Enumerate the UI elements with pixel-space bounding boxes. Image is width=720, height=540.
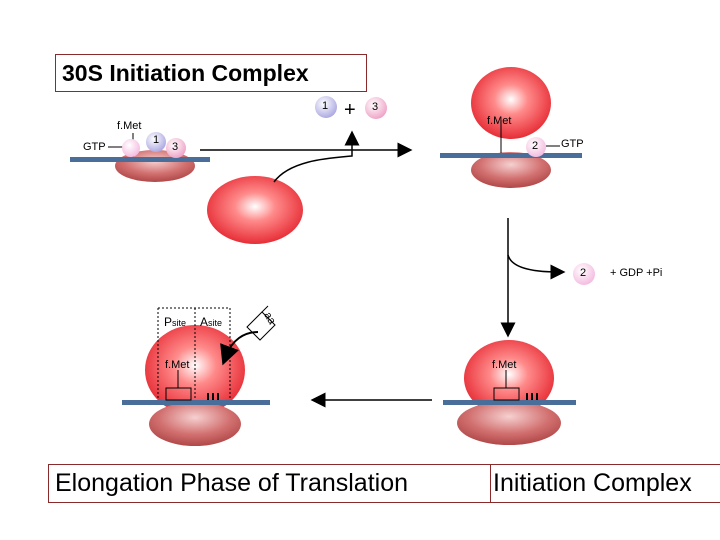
factor-2-bubble bbox=[122, 139, 140, 157]
arrow-aa-entry bbox=[220, 331, 259, 366]
small-subunit-bottomleft bbox=[149, 402, 241, 446]
codon-ticks-bottomleft bbox=[207, 393, 219, 400]
factor-3-bubble bbox=[166, 138, 186, 158]
factor-2-label-topright: 2 bbox=[532, 140, 539, 152]
large-subunit-topright bbox=[471, 67, 551, 139]
released-factor-3 bbox=[365, 97, 387, 119]
mrna-topright bbox=[440, 153, 582, 158]
p-site-label: Psite bbox=[164, 315, 187, 329]
codon-ticks-bottomright bbox=[526, 393, 538, 400]
released-factor-1 bbox=[315, 96, 337, 118]
gtp-label-topright: GTP bbox=[561, 138, 584, 150]
aa-trna-incoming bbox=[246, 311, 276, 341]
factor-1-bubble bbox=[146, 132, 166, 152]
mrna-strand bbox=[70, 157, 210, 162]
fmet-label-bottomright: f.Met bbox=[492, 359, 517, 371]
factor-1-label-topleft: 1 bbox=[153, 134, 160, 146]
caption-initiation-complex: Initiation Complex bbox=[490, 464, 720, 503]
released-factor-1-label: 1 bbox=[322, 100, 329, 112]
released-factor-2-label: 2 bbox=[580, 267, 587, 279]
aa-trna-stem bbox=[261, 305, 269, 313]
fmet-label-topright: f.Met bbox=[487, 115, 512, 127]
mrna-bottomright bbox=[443, 400, 576, 405]
caption-elongation-phase: Elongation Phase of Translation bbox=[48, 464, 491, 503]
arrow-gtp-hydrolysis bbox=[507, 218, 566, 280]
gtp-label-topleft: GTP bbox=[83, 141, 106, 153]
arrow-release-factors bbox=[273, 130, 360, 183]
mrna-bottomleft bbox=[122, 400, 270, 405]
factor-2-topright bbox=[526, 137, 546, 157]
gdp-pi-label: + GDP +Pi bbox=[610, 267, 663, 279]
small-subunit-bottomright bbox=[457, 401, 561, 445]
a-site-label: Asite bbox=[200, 315, 223, 329]
small-subunit-topright bbox=[471, 152, 551, 188]
released-factor-2 bbox=[573, 263, 595, 285]
released-factor-3-label: 3 bbox=[372, 101, 379, 113]
large-subunit-50s-free bbox=[207, 176, 303, 244]
fmet-label-topleft: f.Met bbox=[117, 120, 142, 132]
factor-3-label-topleft: 3 bbox=[172, 141, 179, 153]
title-30s-initiation-complex: 30S Initiation Complex bbox=[55, 54, 367, 92]
fmet-label-bottomleft: f.Met bbox=[165, 359, 190, 371]
plus-sign: + bbox=[344, 99, 356, 121]
